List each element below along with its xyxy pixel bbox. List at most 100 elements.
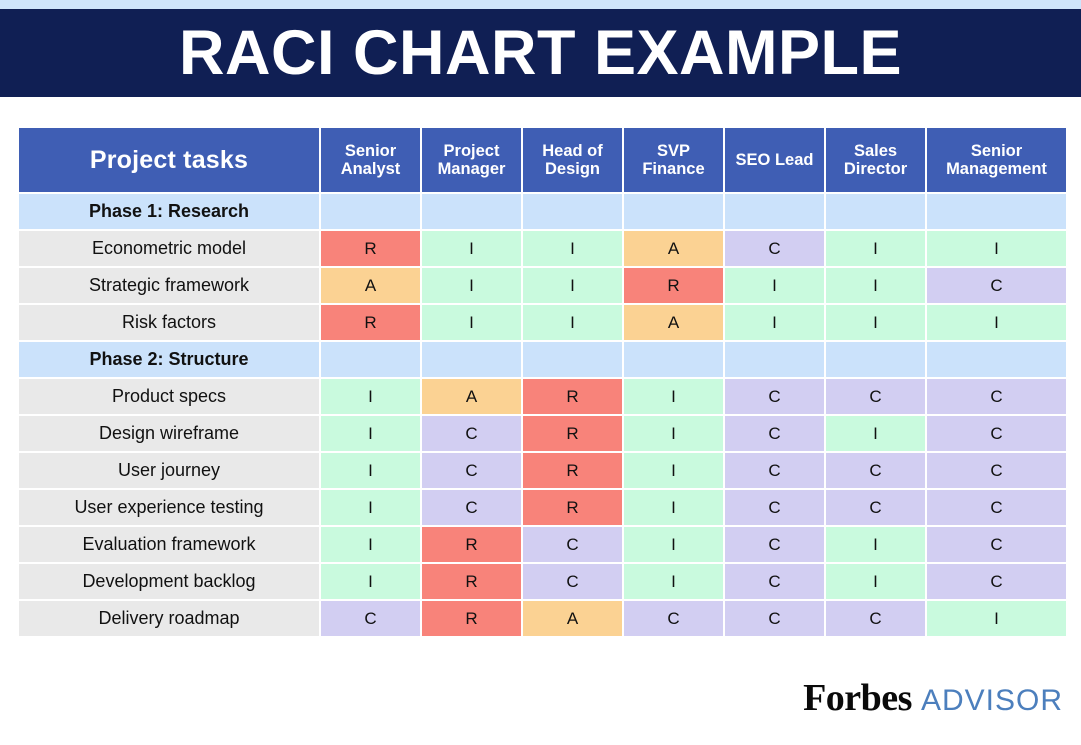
raci-cell: C (927, 527, 1066, 562)
raci-cell (927, 342, 1066, 377)
raci-cell: C (725, 601, 824, 636)
task-label: User experience testing (19, 490, 319, 525)
raci-cell: I (422, 305, 521, 340)
phase-row: Phase 1: Research (19, 194, 1066, 229)
raci-cell (725, 194, 824, 229)
phase-row: Phase 2: Structure (19, 342, 1066, 377)
column-header-role-1: Project Manager (422, 128, 521, 192)
raci-cell: C (422, 490, 521, 525)
raci-cell (624, 342, 723, 377)
raci-cell (422, 342, 521, 377)
task-label: User journey (19, 453, 319, 488)
column-header-role-2: Head of Design (523, 128, 622, 192)
raci-cell: C (422, 416, 521, 451)
raci-cell: C (624, 601, 723, 636)
raci-cell: C (321, 601, 420, 636)
raci-cell (927, 194, 1066, 229)
page-title: RACI CHART EXAMPLE (178, 17, 902, 88)
column-header-role-6: Senior Management (927, 128, 1066, 192)
raci-cell: C (927, 564, 1066, 599)
raci-cell: A (624, 231, 723, 266)
raci-cell: I (422, 231, 521, 266)
raci-cell: C (826, 601, 925, 636)
raci-cell (321, 194, 420, 229)
raci-table: Project tasks Senior Analyst Project Man… (17, 126, 1068, 638)
raci-cell: I (321, 416, 420, 451)
raci-cell: C (523, 564, 622, 599)
raci-cell: I (321, 564, 420, 599)
raci-cell: I (321, 527, 420, 562)
raci-cell: I (624, 490, 723, 525)
raci-cell: C (725, 490, 824, 525)
raci-cell: C (725, 416, 824, 451)
raci-cell: I (725, 305, 824, 340)
raci-cell: C (725, 564, 824, 599)
raci-cell: A (624, 305, 723, 340)
raci-cell: R (422, 527, 521, 562)
task-label: Design wireframe (19, 416, 319, 451)
task-label: Risk factors (19, 305, 319, 340)
column-header-role-4: SEO Lead (725, 128, 824, 192)
column-header-role-0: Senior Analyst (321, 128, 420, 192)
raci-cell: I (624, 416, 723, 451)
raci-cell: I (523, 231, 622, 266)
raci-cell (826, 194, 925, 229)
task-label: Econometric model (19, 231, 319, 266)
raci-table-container: Project tasks Senior Analyst Project Man… (17, 126, 1066, 638)
column-header-role-3: SVP Finance (624, 128, 723, 192)
top-accent-strip (0, 0, 1081, 9)
raci-cell: R (523, 416, 622, 451)
logo-forbes-wordmark: Forbes (803, 677, 912, 719)
raci-cell: R (321, 231, 420, 266)
raci-cell: R (422, 601, 521, 636)
raci-cell: I (927, 305, 1066, 340)
raci-cell: C (725, 527, 824, 562)
task-label: Evaluation framework (19, 527, 319, 562)
raci-cell: A (422, 379, 521, 414)
logo-advisor-wordmark: ADVISOR (920, 684, 1063, 717)
raci-cell: R (523, 453, 622, 488)
raci-cell (624, 194, 723, 229)
raci-cell: R (624, 268, 723, 303)
raci-cell: I (927, 231, 1066, 266)
raci-cell: R (422, 564, 521, 599)
raci-cell: I (523, 305, 622, 340)
raci-cell: R (523, 490, 622, 525)
raci-cell: I (624, 527, 723, 562)
raci-cell: C (826, 453, 925, 488)
raci-cell: I (826, 527, 925, 562)
raci-cell: I (725, 268, 824, 303)
raci-cell: I (826, 268, 925, 303)
raci-cell (826, 342, 925, 377)
table-header: Project tasks Senior Analyst Project Man… (19, 128, 1066, 192)
raci-cell: I (826, 231, 925, 266)
raci-cell: C (927, 490, 1066, 525)
phase-label: Phase 2: Structure (19, 342, 319, 377)
raci-cell: C (927, 453, 1066, 488)
raci-cell: C (422, 453, 521, 488)
title-banner: RACI CHART EXAMPLE (0, 9, 1081, 97)
raci-cell (422, 194, 521, 229)
raci-cell (321, 342, 420, 377)
raci-cell: C (826, 490, 925, 525)
phase-label: Phase 1: Research (19, 194, 319, 229)
raci-cell: C (927, 379, 1066, 414)
raci-cell: A (321, 268, 420, 303)
raci-cell: I (523, 268, 622, 303)
raci-cell: C (927, 268, 1066, 303)
raci-cell: R (523, 379, 622, 414)
raci-cell (725, 342, 824, 377)
raci-cell: I (422, 268, 521, 303)
task-label: Strategic framework (19, 268, 319, 303)
raci-cell: C (725, 231, 824, 266)
raci-cell: I (624, 379, 723, 414)
column-header-role-5: Sales Director (826, 128, 925, 192)
forbes-advisor-logo: Forbes ADVISOR (803, 679, 1063, 717)
raci-cell: A (523, 601, 622, 636)
